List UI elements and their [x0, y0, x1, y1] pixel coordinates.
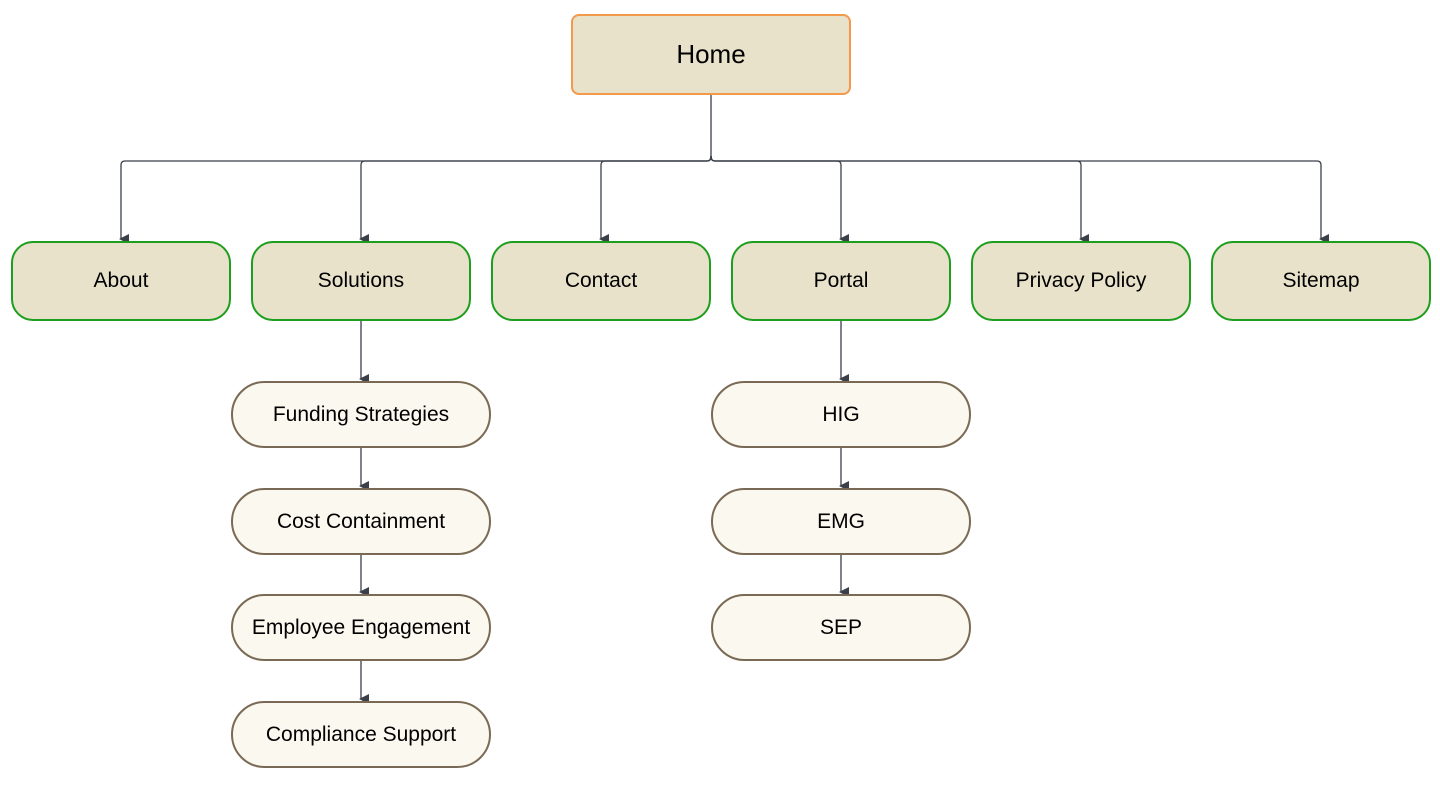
leaf-node-label: Compliance Support [265, 722, 457, 746]
leaf-node-compliance-support[interactable]: Compliance Support [231, 701, 491, 768]
connector-home-to-solutions [359, 155, 712, 244]
connector-home-to-about [119, 155, 712, 244]
leaf-node-sep[interactable]: SEP [711, 594, 971, 661]
section-node-label: Solutions [317, 269, 405, 292]
connector-home-to-portal [710, 155, 849, 244]
leaf-node-emg[interactable]: EMG [711, 488, 971, 555]
section-node-label: About [93, 269, 149, 292]
section-node-label: Contact [564, 269, 638, 292]
section-node-contact[interactable]: Contact [491, 241, 711, 321]
section-node-portal[interactable]: Portal [731, 241, 951, 321]
section-node-about[interactable]: About [11, 241, 231, 321]
leaf-node-employee-engagement[interactable]: Employee Engagement [231, 594, 491, 661]
leaf-node-label: HIG [822, 402, 860, 426]
leaf-node-label: SEP [819, 615, 863, 639]
section-node-label: Privacy Policy [1015, 269, 1147, 292]
leaf-node-funding-strategies[interactable]: Funding Strategies [231, 381, 491, 448]
section-node-solutions[interactable]: Solutions [251, 241, 471, 321]
leaf-node-hig[interactable]: HIG [711, 381, 971, 448]
section-node-label: Portal [813, 269, 869, 292]
home-node[interactable]: Home [571, 14, 851, 95]
leaf-node-label: Employee Engagement [251, 615, 471, 639]
connector-home-to-sitemap [710, 155, 1329, 244]
connector-home-to-contact [599, 155, 712, 244]
section-node-label: Sitemap [1282, 269, 1360, 292]
section-node-privacy-policy[interactable]: Privacy Policy [971, 241, 1191, 321]
section-node-sitemap[interactable]: Sitemap [1211, 241, 1431, 321]
connector-home-to-privacy-policy [710, 155, 1089, 244]
leaf-node-label: EMG [817, 509, 865, 533]
leaf-node-label: Funding Strategies [272, 402, 450, 426]
leaf-node-cost-containment[interactable]: Cost Containment [231, 488, 491, 555]
home-node-label: Home [676, 39, 746, 69]
leaf-node-label: Cost Containment [276, 509, 446, 533]
